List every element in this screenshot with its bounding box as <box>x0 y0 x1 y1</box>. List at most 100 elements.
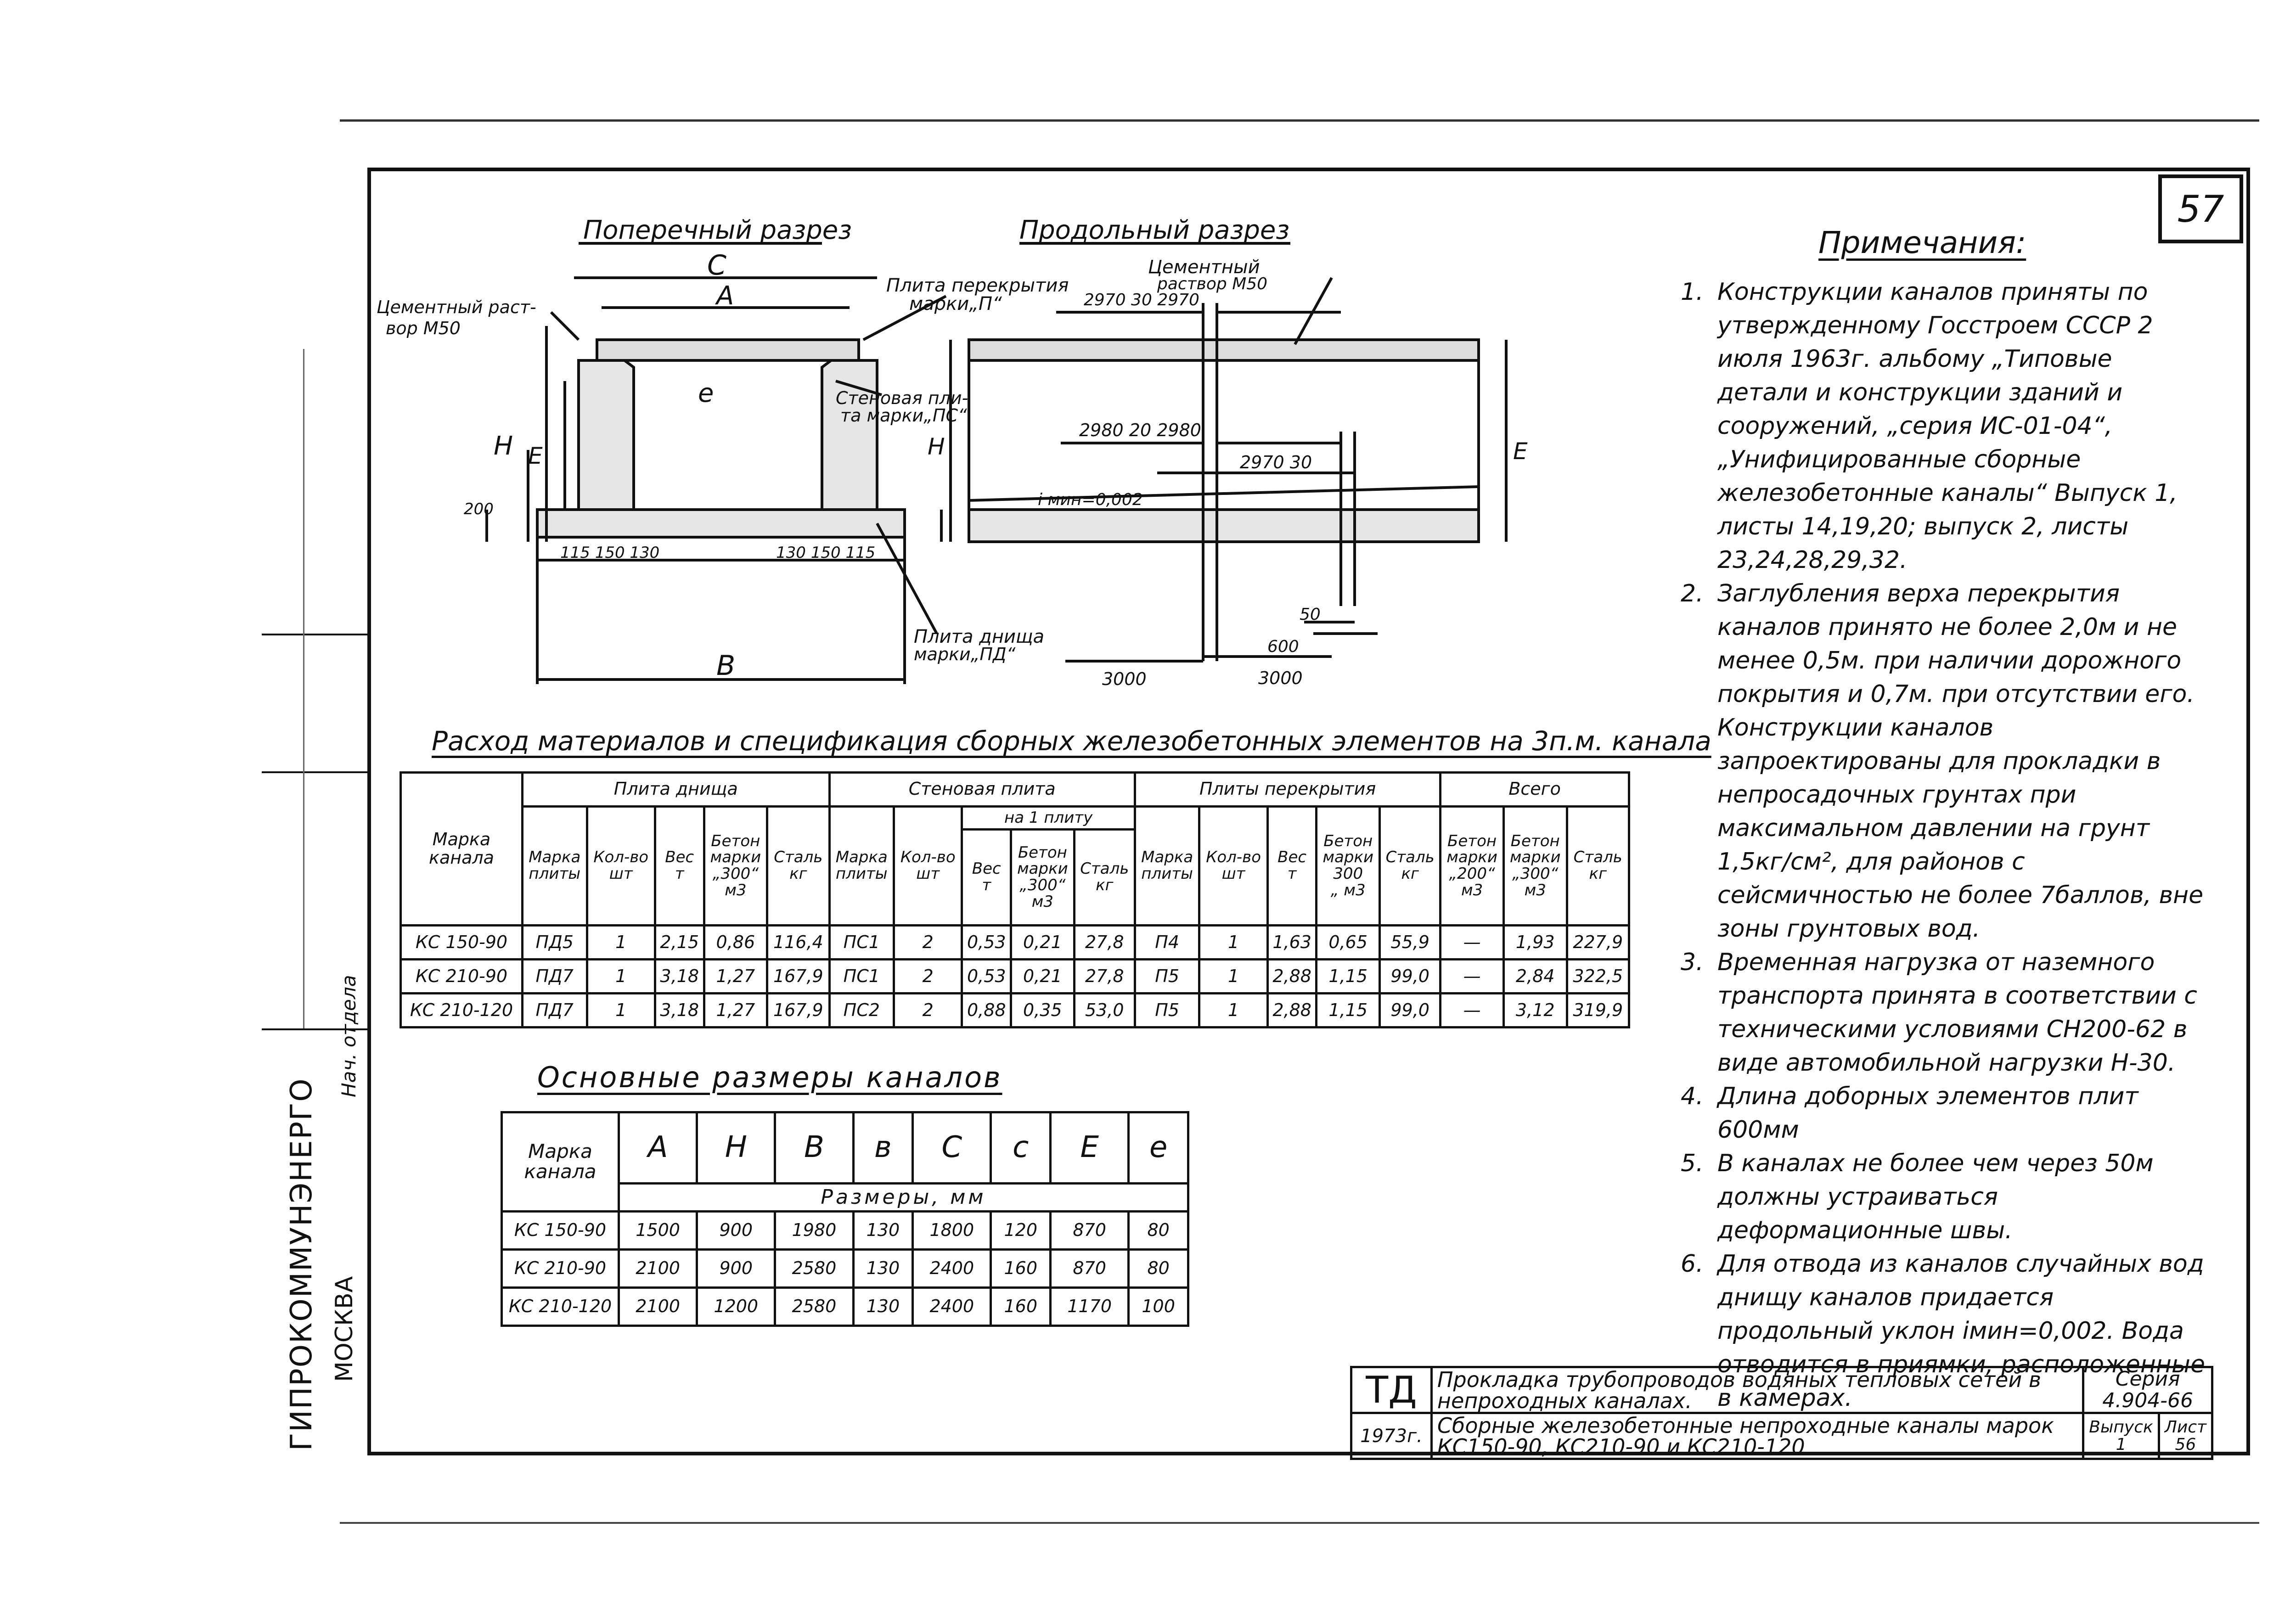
note-number: 5. <box>1681 1150 1704 1177</box>
table-row: КС 150-90 1500 900 1980 130 1800 120 870… <box>501 1210 1189 1251</box>
spec-cell: 0,35 <box>1010 992 1075 1028</box>
dims-cell: 2580 <box>774 1286 855 1327</box>
sections-svg: Поперечный разрез Продольный разрез C A … <box>377 215 1528 689</box>
note-text: Длина доборных элементов плит 600мм <box>1717 1083 2138 1144</box>
label-bottom-plate: Плита днища <box>914 626 1044 647</box>
dims-cell: 2100 <box>617 1286 698 1327</box>
spec-cell: 99,0 <box>1379 992 1442 1028</box>
note-item: 4.Длина доборных элементов плит 600мм <box>1671 1080 2209 1147</box>
cross-section-title: Поперечный разрез <box>583 215 852 245</box>
dims-cell: 130 <box>852 1248 914 1289</box>
dims-cell: 120 <box>990 1210 1052 1251</box>
spec-h-cover-qty: Кол-во шт <box>1198 805 1269 927</box>
label-cover-plate: Плита перекрытия <box>886 275 1069 296</box>
dim-200: 200 <box>464 500 494 518</box>
label-cement-left: Цементный раст- <box>377 297 536 317</box>
dims-col-b: В <box>774 1111 855 1185</box>
title-block-sheet: Лист 56 <box>2157 1412 2214 1460</box>
dim-2970-a: 2970 30 2970 <box>1084 291 1199 309</box>
title-block-series: Серия 4.904-66 <box>2082 1366 2213 1414</box>
spec-cell: 1 <box>1198 958 1269 995</box>
note-number: 1. <box>1681 278 1704 306</box>
spec-h-wall-concrete: Бетон марки „300“ м3 <box>1010 828 1075 927</box>
dim-c: C <box>707 249 726 281</box>
dims-col-b-small: в <box>852 1111 914 1185</box>
spec-group-cover: Плиты перекрытия <box>1133 771 1442 808</box>
spec-cell: 2,88 <box>1266 992 1318 1028</box>
spec-cell: 2,88 <box>1266 958 1318 995</box>
spec-cell: 3,18 <box>653 992 705 1028</box>
note-item: Конструкции каналов запроектированы для … <box>1671 711 2209 946</box>
dim-2970-b: 2970 30 <box>1240 452 1312 472</box>
spec-h-wall-weight: Вес т <box>961 828 1013 927</box>
spec-cell: 0,21 <box>1010 924 1075 961</box>
dim-3000-a: 3000 <box>1102 669 1147 689</box>
spec-cell: ПД7 <box>521 958 588 995</box>
spec-cell: 2 <box>893 992 963 1028</box>
page-number: 57 <box>2158 174 2243 243</box>
spec-cell: 1,63 <box>1266 924 1318 961</box>
dims-col-e-small: е <box>1127 1111 1189 1185</box>
dims-cell: 130 <box>852 1286 914 1327</box>
dims-cell: 100 <box>1127 1286 1189 1327</box>
title-block-title2: Сборные железобетонные непроходные канал… <box>1430 1412 2085 1460</box>
dims-table-title: Основные размеры каналов <box>537 1061 1002 1094</box>
issue-label: Выпуск <box>2089 1417 2153 1437</box>
spec-cell: 1 <box>1198 924 1269 961</box>
title-block-year: 1973г. <box>1350 1412 1433 1460</box>
title-block-issue: Выпуск 1 <box>2082 1412 2160 1460</box>
dims-col-c: С <box>912 1111 992 1185</box>
dims-cell: 1800 <box>912 1210 992 1251</box>
spec-cell: 3,18 <box>653 958 705 995</box>
spec-cell: ПД5 <box>521 924 588 961</box>
spec-cell: 53,0 <box>1073 992 1136 1028</box>
dim-3000-b: 3000 <box>1258 668 1303 688</box>
spec-cell: 227,9 <box>1565 924 1631 961</box>
dims-col-a: А <box>617 1111 698 1185</box>
spec-cell: П5 <box>1133 992 1201 1028</box>
spec-cell: 167,9 <box>766 958 831 995</box>
dims-col-h: Н <box>696 1111 777 1185</box>
sheet-value: 56 <box>2175 1435 2196 1454</box>
note-number: 2. <box>1681 580 1704 607</box>
spec-h-wall-steel: Сталь кг <box>1073 828 1136 927</box>
dims-cell: 1500 <box>617 1210 698 1251</box>
spec-h-bottom-qty: Кол-во шт <box>585 805 656 927</box>
spec-cell: 1,15 <box>1315 992 1381 1028</box>
dim-a: A <box>715 281 734 311</box>
spec-cell: 2,15 <box>653 924 705 961</box>
notes-title: Примечания: <box>1818 225 2026 260</box>
spec-cell: 99,0 <box>1379 958 1442 995</box>
title-block-org: ТД <box>1350 1366 1433 1414</box>
spec-cell: 0,21 <box>1010 958 1075 995</box>
spec-h-bottom-mark: Марка плиты <box>521 805 588 927</box>
note-item: 3.Временная нагрузка от наземного трансп… <box>1671 946 2209 1080</box>
drawing-sections: Поперечный разрез Продольный разрез C A … <box>377 193 1685 721</box>
spec-cell: КС 210-90 <box>400 958 523 995</box>
series-value: 4.904-66 <box>2102 1388 2194 1412</box>
title-block-title1: Прокладка трубопроводов водяных тепловых… <box>1430 1366 2085 1414</box>
dims-cell: 160 <box>990 1286 1052 1327</box>
spec-cell: КС 150-90 <box>400 924 523 961</box>
page-bottom-rule <box>340 1522 2259 1524</box>
dims-cell: КС 150-90 <box>501 1210 620 1251</box>
dim-50: 50 <box>1300 605 1321 624</box>
dims-cell: 80 <box>1127 1210 1189 1251</box>
spec-cell: 3,12 <box>1502 992 1568 1028</box>
stamp-column-rule <box>303 349 304 1028</box>
note-item: 1.Конструкции каналов приняты по утвержд… <box>1671 275 2209 577</box>
spec-header-mark: Марка канала <box>400 771 523 927</box>
longitudinal-section-title: Продольный разрез <box>1019 215 1289 245</box>
dims-units: Размеры, мм <box>618 1182 1189 1213</box>
dims-cell: 2580 <box>774 1248 855 1289</box>
dims-cell: 160 <box>990 1248 1052 1289</box>
dims-cell: 870 <box>1049 1210 1130 1251</box>
dim-600: 600 <box>1267 637 1299 656</box>
spec-cell: 116,4 <box>766 924 831 961</box>
sheet-label: Лист <box>2164 1417 2206 1437</box>
spec-cell: 0,53 <box>961 958 1013 995</box>
note-item: 2.Заглубления верха перекрытия каналов п… <box>1671 577 2209 711</box>
spec-cell: П5 <box>1133 958 1201 995</box>
dims-cell: 2100 <box>617 1248 698 1289</box>
notes-list: 1.Конструкции каналов приняты по утвержд… <box>1671 275 2209 1415</box>
